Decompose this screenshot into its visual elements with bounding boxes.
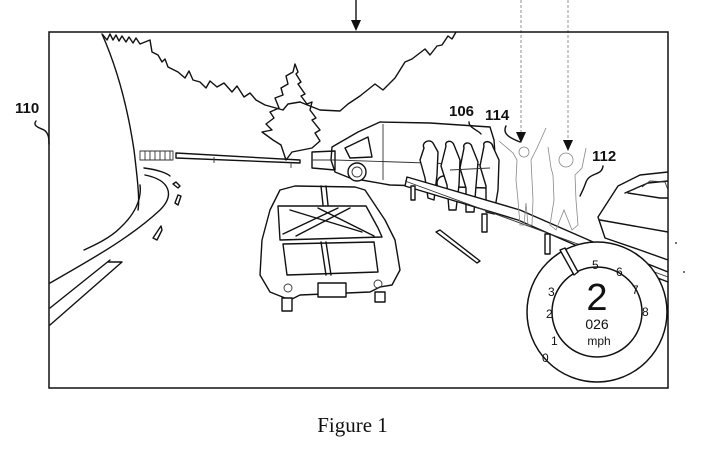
road-left-edge: [49, 174, 170, 284]
background-fence: [139, 150, 301, 168]
ref-label-106: 106: [449, 103, 474, 120]
right-car: [597, 171, 668, 261]
spectator-female-arrow-head-icon: [516, 132, 526, 143]
left-cliff: [101, 33, 140, 211]
speedometer-needle: [559, 247, 579, 276]
cliff-base: [83, 184, 141, 251]
pine-tree: [261, 63, 321, 161]
gauge-label-5: 5: [592, 258, 599, 272]
gauge-label-2: 2: [546, 307, 553, 321]
reference-numerals: 110 106 114 112: [15, 100, 616, 197]
gauge-label-7: 7: [632, 283, 639, 297]
gauge-label-3: 3: [548, 285, 555, 299]
gauge-label-0: 0: [542, 351, 549, 365]
ref-leader-114: [504, 125, 521, 143]
reference-arrows: [351, 0, 573, 151]
screen-arrow-head-icon: [351, 20, 361, 31]
ref-label-114: 114: [485, 107, 510, 124]
speedometer: 0 1 2 3 5 6 7 8 2 026 mph: [526, 241, 668, 383]
road-dash: [172, 181, 181, 189]
stray-dot: [683, 271, 685, 273]
road-lane-stripe: [49, 261, 123, 326]
ref-leader-106: [468, 121, 482, 135]
road-dash: [152, 225, 163, 241]
gauge-label-1: 1: [551, 334, 558, 348]
ref-leader-110: [34, 120, 50, 145]
ref-leader-112: [579, 165, 604, 197]
ref-label-112: 112: [592, 148, 616, 165]
spectator-male: [547, 146, 587, 231]
road-edge-mark: [143, 167, 171, 177]
road-lane-line: [49, 259, 111, 309]
stray-dot: [675, 242, 677, 244]
speed-unit: mph: [587, 334, 610, 348]
player-car: [259, 185, 401, 312]
spectator-female: [498, 127, 547, 226]
ref-label-110: 110: [15, 100, 39, 117]
spectator-male-arrow-head-icon: [563, 140, 573, 151]
mountain-ridge: [102, 32, 457, 112]
gear-indicator: 2: [586, 277, 607, 319]
speed-readout: 026: [585, 316, 609, 332]
gauge-label-6: 6: [616, 265, 623, 279]
figure-caption: Figure 1: [317, 413, 388, 437]
speedometer-inner-ring: [551, 266, 643, 358]
road-dash: [435, 229, 481, 264]
gauge-label-8: 8: [642, 305, 649, 319]
road-dash: [174, 194, 182, 206]
